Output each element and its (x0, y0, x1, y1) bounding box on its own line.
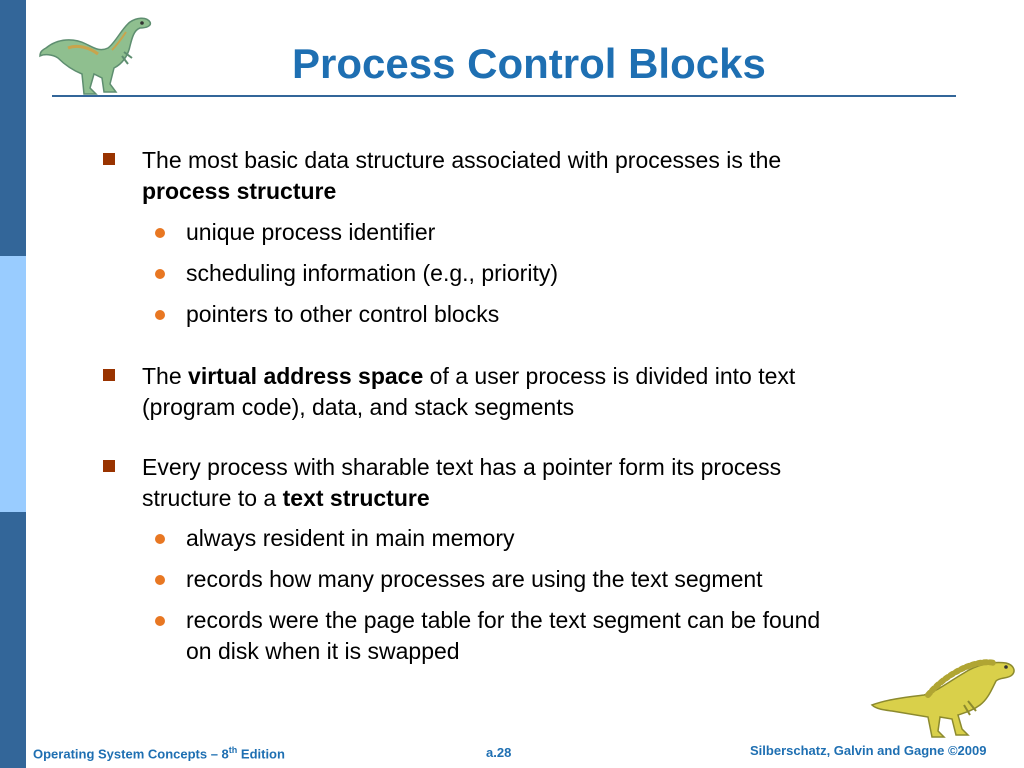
dot-bullet-icon (155, 310, 165, 320)
sub-bullet-3-2: records how many processes are using the… (186, 566, 763, 592)
bullet-2-line-1: The virtual address space of a user proc… (142, 361, 795, 392)
sidebar-block-bottom (0, 512, 26, 768)
sidebar-stripe (0, 0, 26, 768)
sidebar-block-top (0, 0, 26, 256)
footer-left-post: Edition (237, 746, 285, 762)
footer-page-number: a.28 (486, 745, 512, 760)
footer-copyright: Silberschatz, Galvin and Gagne ©2009 (750, 743, 987, 758)
sub-bullet-1-2: scheduling information (e.g., priority) (186, 260, 558, 286)
square-bullet-icon (103, 460, 117, 474)
sub-bullet-3-1: always resident in main memory (186, 525, 515, 551)
bullet-2-line-2: (program code), data, and stack segments (142, 394, 575, 420)
bullet-3-line-2-pre: structure to a (142, 485, 283, 511)
bullet-3-line-1: Every process with sharable text has a p… (142, 454, 782, 480)
bullet-2-pre: The (142, 363, 189, 389)
dinosaur-logo-top (39, 17, 152, 95)
bullet-1-line-2: process structure (142, 176, 336, 207)
slide-title: Process Control Blocks (292, 40, 766, 87)
dot-bullet-icon (155, 534, 165, 544)
sub-bullet-1-3: pointers to other control blocks (186, 301, 500, 327)
sub-bullet-1-1: unique process identifier (186, 219, 436, 245)
dinosaur-logo-bottom (870, 659, 1015, 738)
bullet-3-line-2: structure to a text structure (142, 483, 430, 514)
square-bullet-icon (103, 153, 117, 167)
dot-bullet-icon (155, 575, 165, 585)
bullet-1-line-1: The most basic data structure associated… (142, 147, 782, 173)
sidebar-block-middle (0, 256, 26, 512)
dot-bullet-icon (155, 616, 165, 626)
sub-bullet-3-3-continuation: on disk when it is swapped (186, 638, 460, 664)
bullet-1-bold-term: process structure (142, 178, 337, 204)
dot-bullet-icon (155, 269, 165, 279)
footer-left-pre: Operating System Concepts – 8 (33, 746, 229, 762)
title-divider (52, 95, 956, 97)
bullet-2-bold-term: virtual address space (188, 363, 424, 389)
bullet-2-post: of a user process is divided into text (423, 363, 796, 389)
dot-bullet-icon (155, 228, 165, 238)
footer-book-title: Operating System Concepts – 8th Edition (33, 745, 285, 761)
square-bullet-icon (103, 369, 117, 383)
bullet-3-bold-term: text structure (282, 485, 430, 511)
sub-bullet-3-3: records were the page table for the text… (186, 607, 821, 633)
footer-left-sup: th (228, 745, 238, 755)
